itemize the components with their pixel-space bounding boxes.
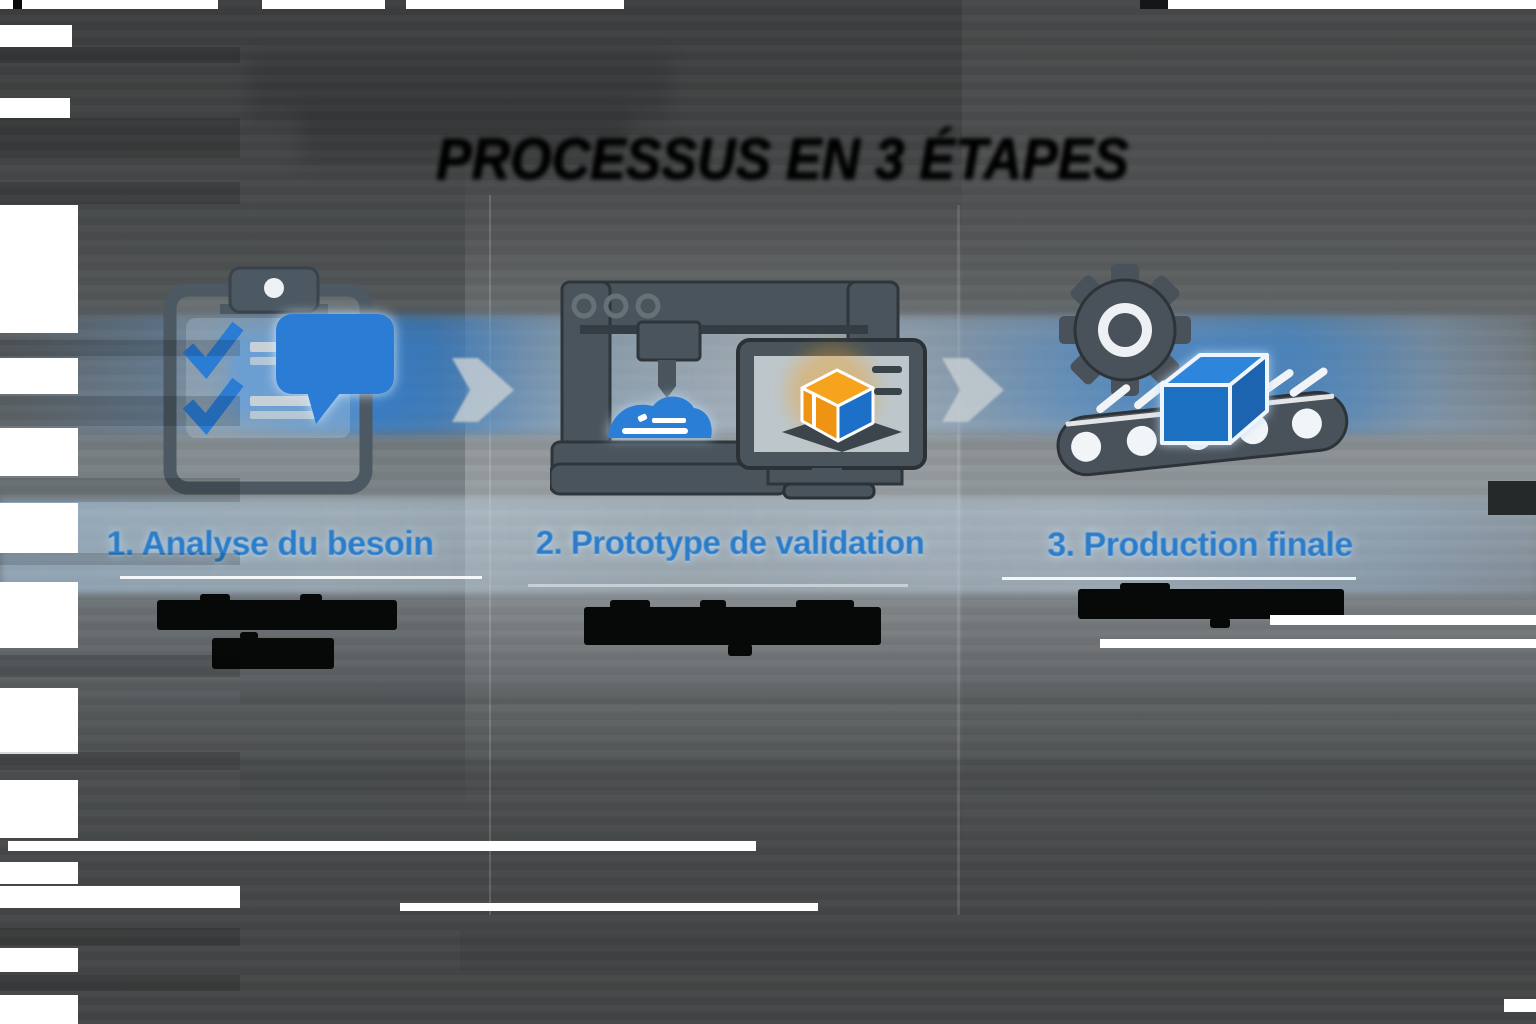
glitch-stripe xyxy=(0,396,240,426)
step2-icon-3d-printer-monitor xyxy=(550,270,930,505)
glitch-stripe xyxy=(0,582,78,648)
glitch-stripe xyxy=(0,780,78,838)
step3-subtitle-redacted-line xyxy=(1078,589,1344,619)
glitch-stripe xyxy=(1100,639,1536,648)
glitch-stripe xyxy=(0,478,240,502)
glitch-smudge xyxy=(250,55,670,125)
glitch-stripe xyxy=(0,428,78,476)
glitch-stripe xyxy=(0,975,240,991)
glitch-stripe xyxy=(0,503,78,553)
glitch-stripe xyxy=(0,948,78,972)
glitch-stripe xyxy=(0,182,240,204)
glitch-notch xyxy=(1120,583,1170,591)
glitch-stripe xyxy=(262,0,385,9)
glitch-stripe xyxy=(22,0,218,9)
glitch-stripe xyxy=(0,752,240,770)
glitch-stripe xyxy=(1270,615,1536,625)
glitch-stripe xyxy=(1140,0,1168,9)
glitch-notch xyxy=(728,644,752,656)
arrow-right-icon xyxy=(942,350,1006,430)
glitch-stripe xyxy=(240,690,1536,704)
glitch-stripe xyxy=(0,205,78,333)
glitch-stripe xyxy=(0,862,78,884)
glitch-notch xyxy=(796,600,854,609)
step1-label: 1. Analyse du besoin xyxy=(106,525,434,563)
glitch-stripe xyxy=(0,655,240,677)
step3-icon-gear-conveyor-box xyxy=(1040,258,1360,498)
glitch-stripe xyxy=(0,98,70,118)
glitch-stripe xyxy=(406,0,624,9)
glitch-stripe xyxy=(0,0,13,9)
glitch-stripe xyxy=(0,358,78,394)
glitch-stripe xyxy=(0,340,240,356)
step1-subtitle-redacted-line xyxy=(157,600,397,630)
glitch-notch xyxy=(240,632,258,640)
glitch-stripe xyxy=(0,118,240,158)
glitch-smudge xyxy=(300,110,630,165)
step3-label: 3. Production finale xyxy=(1047,526,1353,564)
glitch-stripe xyxy=(0,25,72,47)
step3-underline xyxy=(1002,577,1356,580)
step1-underline xyxy=(120,576,482,579)
glitch-stripe xyxy=(0,995,78,1024)
glitch-stripe xyxy=(8,841,756,851)
glitch-notch xyxy=(300,594,322,602)
glitch-stripe xyxy=(0,688,78,754)
glitch-notch xyxy=(610,600,650,609)
glitch-stripe xyxy=(0,886,240,908)
glitch-stripe xyxy=(1168,0,1536,9)
glitch-stripe xyxy=(1488,481,1536,515)
step1-subtitle-redacted-line xyxy=(212,638,334,669)
glitch-stripe xyxy=(0,928,240,946)
glitch-stripe xyxy=(1504,999,1536,1012)
glitch-notch xyxy=(1210,618,1230,628)
glitch-stripe xyxy=(0,553,240,565)
step2-underline xyxy=(528,584,908,587)
glitch-stripe xyxy=(400,903,818,911)
glitch-stripe xyxy=(240,760,1536,790)
glitch-stripe xyxy=(460,930,1536,970)
glitch-stripe xyxy=(0,47,240,63)
step1-icon-clipboard-checklist-speech-bubble xyxy=(158,256,458,501)
glitch-stripe xyxy=(13,0,22,9)
page-title: PROCESSUS EN 3 ÉTAPES xyxy=(436,127,1129,192)
glitch-notch xyxy=(200,594,230,602)
arrow-right-icon xyxy=(452,350,516,430)
glitch-notch xyxy=(700,600,726,609)
step2-label: 2. Prototype de validation xyxy=(535,524,925,561)
step2-subtitle-redacted-line xyxy=(584,607,881,645)
